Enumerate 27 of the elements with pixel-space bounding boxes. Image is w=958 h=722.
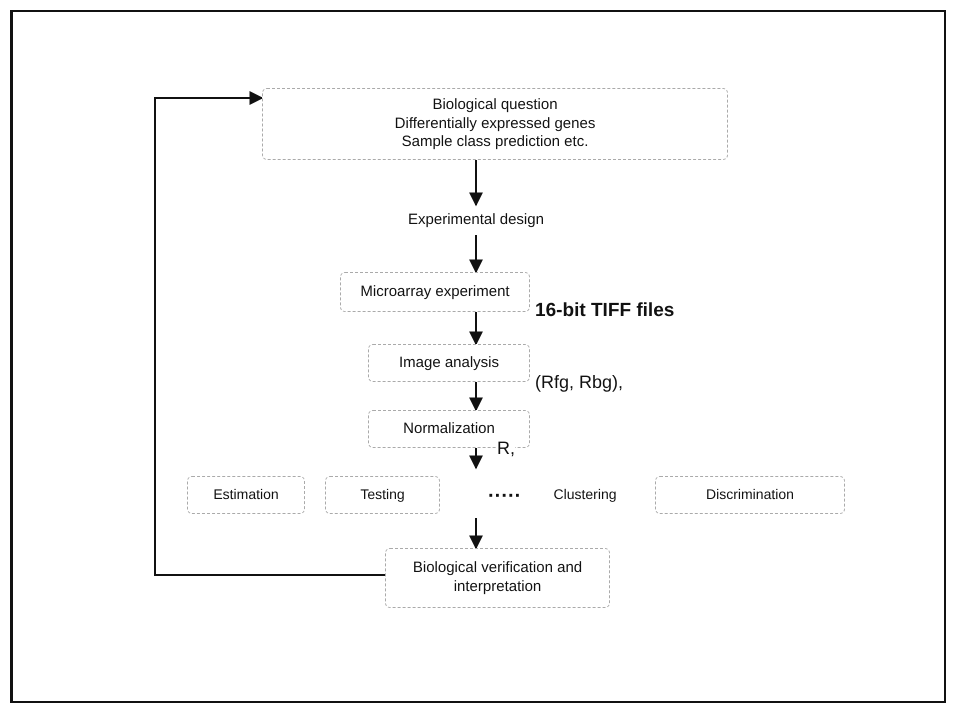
arrow xyxy=(469,235,483,274)
edge-label: (Rfg, Rbg), xyxy=(535,372,624,393)
arrow xyxy=(469,382,483,412)
step-label: Normalization xyxy=(403,420,495,438)
arrow xyxy=(469,160,483,206)
process-box xyxy=(385,548,610,608)
question-box xyxy=(262,88,728,160)
step-label: Differentially expressed genes xyxy=(394,114,596,134)
process-box xyxy=(368,344,530,382)
step-label: Microarray experiment xyxy=(360,282,510,302)
arrow xyxy=(469,448,483,470)
step-label: Experimental design xyxy=(408,210,544,230)
step-label: Sample class prediction etc. xyxy=(402,133,588,152)
method-box xyxy=(187,476,305,514)
step-label: Biological verification and interpretation xyxy=(412,559,584,597)
process-box xyxy=(340,272,530,312)
method-label: Discrimination xyxy=(706,486,794,504)
arrow xyxy=(469,518,483,550)
arrow xyxy=(154,91,385,576)
method-label: Testing xyxy=(360,486,405,504)
method-box xyxy=(655,476,845,514)
step-label: Image analysis xyxy=(398,354,500,372)
step-label: Biological question xyxy=(432,96,558,115)
method-label: Estimation xyxy=(213,486,279,504)
method-label: Clustering xyxy=(553,486,617,504)
arrow xyxy=(469,312,483,346)
method-box xyxy=(325,476,440,514)
